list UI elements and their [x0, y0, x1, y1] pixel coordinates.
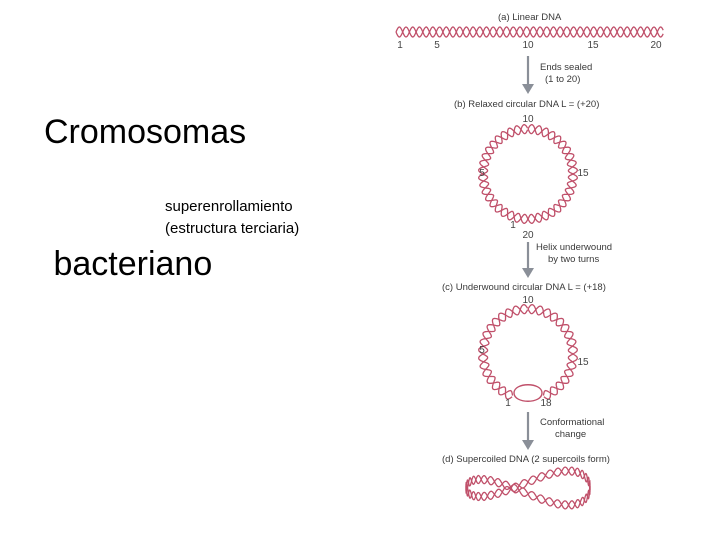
tick-10: 10	[522, 40, 534, 51]
dna-supercoiling-diagram: (a) Linear DNA 1 5 10 15 20 Ends sealed …	[395, 12, 664, 510]
helix-strand	[395, 26, 664, 38]
helix-strand	[465, 466, 591, 510]
arrow-2: Helix underwound by two turns	[522, 242, 612, 278]
panel-c-underwound-circle: (c) Underwound circular DNA L = (+18) 10…	[442, 282, 606, 409]
panel-a-label: (a) Linear DNA	[498, 12, 562, 23]
helix-strand	[465, 466, 591, 510]
panel-b-label: (b) Relaxed circular DNA L = (+20)	[454, 99, 599, 110]
unwound-bubble	[513, 384, 543, 402]
panel-b-relaxed-circle: (b) Relaxed circular DNA L = (+20) 10 5 …	[454, 99, 599, 241]
tick-15: 15	[587, 40, 599, 51]
linear-helix	[395, 26, 664, 38]
b-num-right: 15	[577, 168, 589, 179]
panel-d-label: (d) Supercoiled DNA (2 supercoils form)	[442, 454, 610, 465]
helix-strand	[395, 26, 664, 38]
helix-strand	[478, 124, 578, 224]
step-1-line-1: Ends sealed	[540, 62, 592, 73]
c-num-bottom-left: 1	[505, 398, 511, 409]
panel-a-linear-dna: (a) Linear DNA 1 5 10 15 20	[395, 12, 664, 51]
supercoiled-helix	[465, 466, 591, 510]
panel-d-supercoiled: (d) Supercoiled DNA (2 supercoils form)	[442, 454, 610, 510]
underwound-circular-helix	[478, 304, 578, 400]
slide-title: Cromosomas bacteriano	[44, 22, 246, 330]
helix-strand	[527, 305, 578, 400]
arrow-1: Ends sealed (1 to 20)	[522, 56, 592, 94]
c-num-top: 10	[522, 295, 534, 306]
b-num-bottom-left: 1	[510, 220, 516, 231]
title-line-1: Cromosomas	[44, 113, 247, 151]
step-2-line-2: by two turns	[548, 254, 599, 265]
arrow-3: Conformational change	[522, 412, 604, 450]
step-3-line-2: change	[555, 429, 586, 440]
b-num-top: 10	[522, 114, 534, 125]
b-num-left: 5	[479, 168, 485, 179]
panel-c-label: (c) Underwound circular DNA L = (+18)	[442, 282, 606, 293]
step-3-line-1: Conformational	[540, 417, 604, 428]
step-2-line-1: Helix underwound	[536, 242, 612, 253]
b-num-bottom-right: 20	[522, 230, 534, 241]
helix-strand	[527, 304, 578, 396]
c-num-left: 5	[479, 345, 485, 356]
title-line-2: bacteriano	[44, 245, 213, 283]
tick-5: 5	[434, 40, 440, 51]
caption-line-1: superenrollamiento	[165, 198, 293, 215]
caption-line-2: (estructura terciaria)	[165, 220, 300, 237]
tick-20: 20	[650, 40, 662, 51]
helix-strand	[478, 304, 529, 396]
tick-1: 1	[397, 40, 403, 51]
c-num-bottom-right: 18	[540, 398, 552, 409]
helix-strand	[478, 305, 529, 400]
caption: superenrollamiento (estructura terciaria…	[165, 196, 299, 240]
step-1-line-2: (1 to 20)	[545, 74, 580, 85]
helix-strand	[478, 124, 578, 224]
c-num-right: 15	[577, 357, 589, 368]
relaxed-circular-helix	[478, 124, 578, 224]
